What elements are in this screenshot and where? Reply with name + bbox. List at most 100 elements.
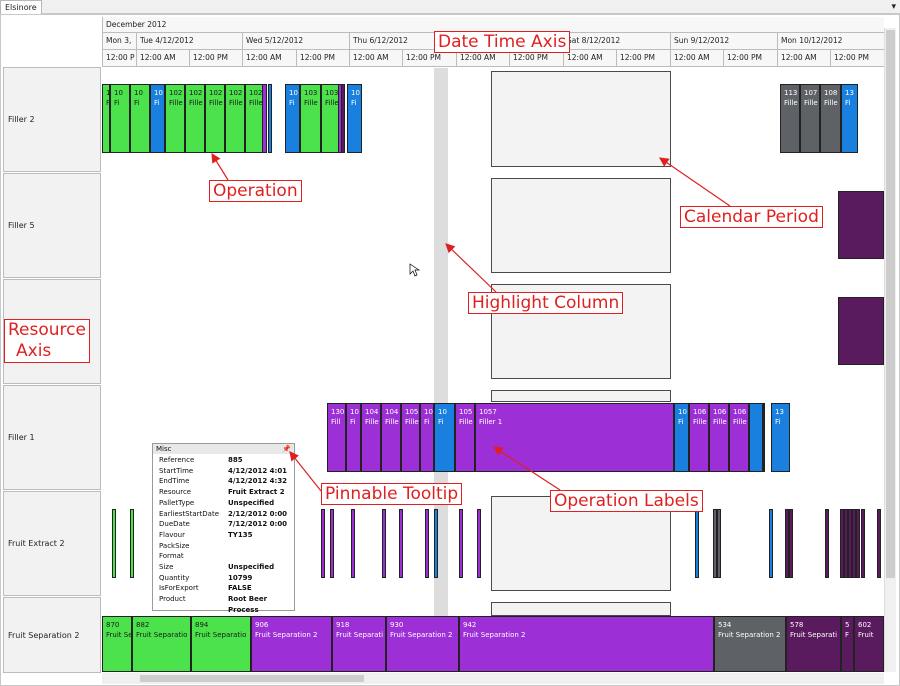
operation-sublabel: Fi [845,99,851,107]
operation-block[interactable] [877,509,881,578]
operation-block[interactable] [341,84,345,153]
hour-cell: 12:00 PM [296,50,349,66]
operation-block[interactable] [840,509,844,578]
pin-icon[interactable]: 📌 [282,445,291,453]
operation-sublabel: Fruit Separation 2 [255,631,318,639]
operation-sublabel: Fruit Separation 2 [718,631,781,639]
operation-label: 102 [169,89,183,97]
operation-block[interactable] [112,509,116,578]
resource-fruit-extract-2[interactable]: Fruit Extract 2 [3,491,101,596]
operation-block[interactable] [321,509,325,578]
horizontal-scrollbar[interactable] [102,673,884,684]
operation-block[interactable] [785,509,789,578]
operation-block[interactable] [130,509,134,578]
tab-elsinore[interactable]: Elsinore [0,0,42,14]
tooltip-value: 4/12/2012 4:01 [228,466,288,475]
operation-block[interactable] [425,509,429,578]
operation-sublabel: Fille [106,99,110,107]
operation-label: 102 [229,89,243,97]
resource-filler-1[interactable]: Filler 1 [3,385,101,490]
day-cell: Mon 3, [102,33,136,49]
operation-block[interactable] [769,509,773,578]
operation-block[interactable]: 101Fille [102,84,110,153]
chevron-down-icon[interactable]: ▾ [891,2,896,12]
operation-block[interactable] [262,84,267,153]
resource-filler-2[interactable]: Filler 2 [3,67,101,172]
vertical-scroll-thumb[interactable] [886,30,895,578]
operation-block[interactable] [848,509,852,578]
resource-fruit-separation-2[interactable]: Fruit Separation 2 [3,597,101,673]
calendar-period [491,178,671,273]
operation-block[interactable] [268,84,272,153]
operation-block[interactable] [789,509,793,578]
operation-block[interactable] [351,509,355,578]
operation-block-group[interactable] [838,191,884,259]
operation-block[interactable] [330,509,334,578]
operation-block[interactable] [382,509,386,578]
operation-block[interactable] [763,403,765,472]
operation-sublabel: Fille [385,418,399,426]
operation-block[interactable] [861,509,865,578]
operation-block[interactable] [399,509,403,578]
resource-filler-5[interactable]: Filler 5 [3,173,101,278]
operation-block-group[interactable] [838,297,884,365]
operation-block[interactable] [844,509,848,578]
operation-block[interactable] [852,509,856,578]
operation-block[interactable] [856,509,860,578]
horizontal-scroll-thumb[interactable] [140,675,364,682]
operation-block[interactable] [713,509,717,578]
operation-block[interactable] [477,509,481,578]
operation-block[interactable] [717,509,721,578]
tooltip-key: Product [159,595,186,604]
operation-block[interactable] [434,509,438,578]
operation-block[interactable] [749,403,763,472]
operation-block[interactable] [459,509,463,578]
operation-block[interactable] [825,509,829,578]
resource-label: Fruit Extract 2 [8,539,65,548]
tooltip-value: Unspecified [228,498,275,507]
tooltip-value: Root Beer Process [228,595,268,614]
day-cell: Thu 6/12/2012 [349,33,456,49]
